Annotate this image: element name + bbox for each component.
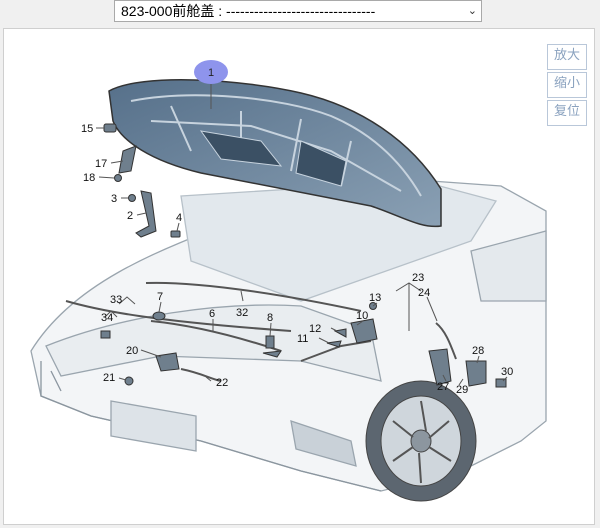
reset-zoom-button[interactable]: 复位 [547,100,587,126]
callout-12: 12 [309,323,321,335]
callout-29: 29 [456,384,468,396]
callout-3: 3 [111,193,117,205]
callout-2: 2 [127,210,133,222]
part-group-select[interactable]: 823-000前舱盖 : ---------------------------… [114,0,482,22]
callout-32: 32 [236,307,248,319]
callout-17: 17 [95,158,107,170]
callout-7: 7 [157,291,163,303]
callout-22: 22 [216,377,228,389]
callout-1[interactable]: 1 [194,60,228,109]
callout-8: 8 [267,312,273,324]
small-parts [100,302,507,388]
zoom-in-button[interactable]: 放大 [547,44,587,70]
callout-20: 20 [126,345,138,357]
leader-lines [96,127,508,386]
callout-labels: 15 17 18 3 2 4 7 6 8 12 11 10 13 23 24 3… [81,123,513,396]
callout-30: 30 [501,366,513,378]
callout-label: 1 [208,67,214,79]
callout-34: 34 [101,312,113,324]
hinge-parts [103,123,181,238]
callout-21: 21 [103,372,115,384]
callout-10: 10 [356,310,368,322]
callout-24: 24 [418,287,430,299]
front-wheel [365,380,477,502]
callout-4: 4 [176,212,182,224]
parts-diagram: 1 15 17 18 3 2 4 7 6 [30,60,547,502]
part-group-select-value: 823-000前舱盖 : ---------------------------… [121,3,376,19]
callout-18: 18 [83,172,95,184]
callout-15: 15 [81,123,93,135]
toolbar: 823-000前舱盖 : ---------------------------… [0,0,600,28]
zoom-out-button[interactable]: 缩小 [547,72,587,98]
callout-28: 28 [472,345,484,357]
car-body [30,180,547,492]
zoom-controls: 放大 缩小 复位 [547,44,587,128]
hood-panel [108,79,442,228]
callout-33: 33 [110,294,122,306]
callout-23: 23 [412,272,424,284]
callout-6: 6 [209,308,215,320]
callout-13: 13 [369,292,381,304]
callout-11: 11 [297,333,308,345]
callout-27: 27 [437,381,449,393]
diagram-viewport[interactable]: 1 15 17 18 3 2 4 7 6 [3,28,595,525]
chevron-down-icon: ⌄ [467,5,477,17]
